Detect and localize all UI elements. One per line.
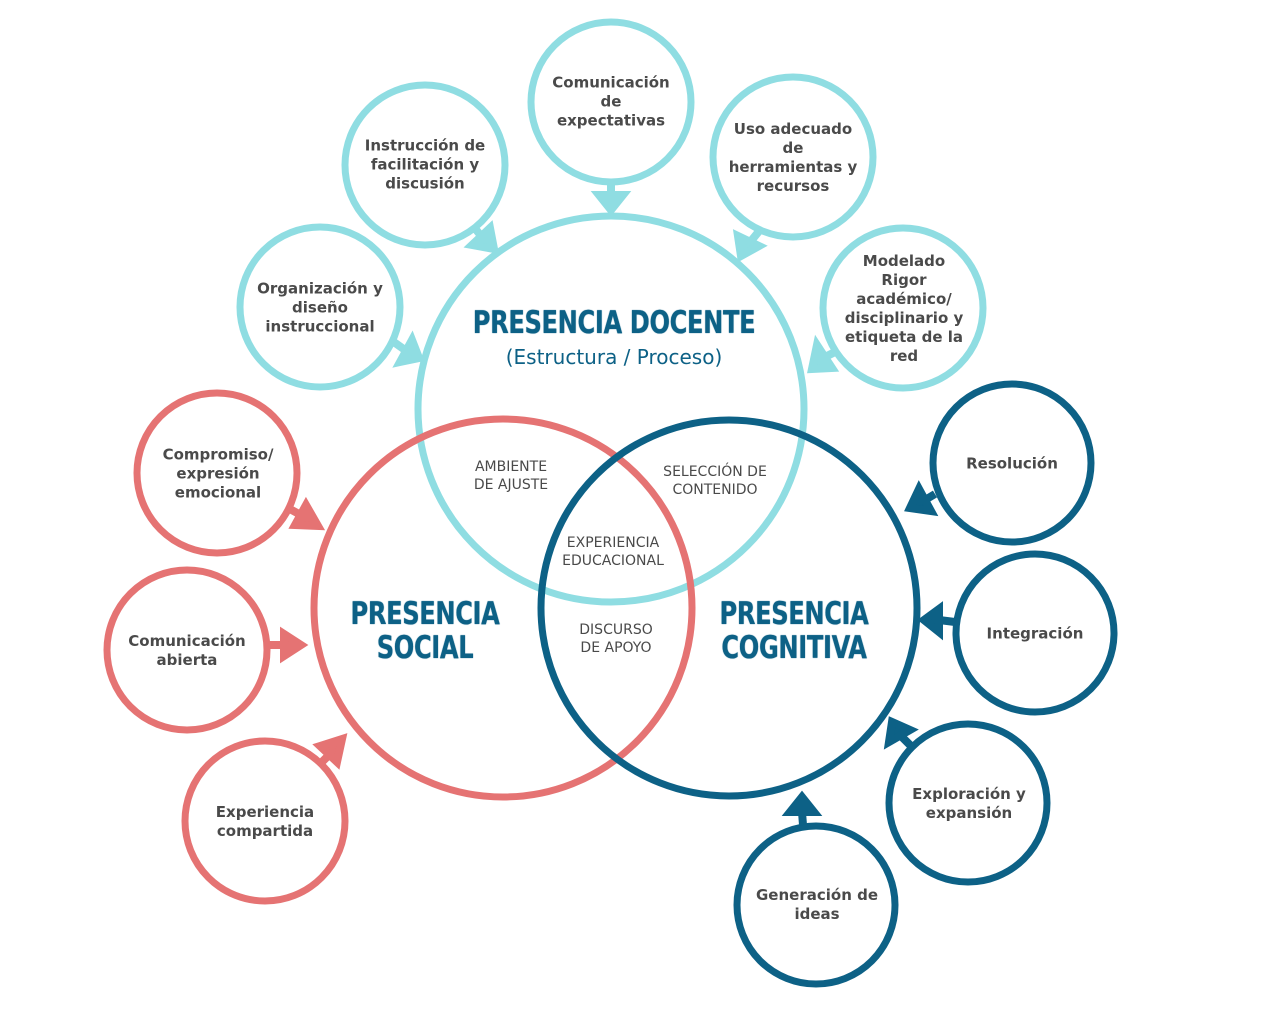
cognitiva-main-circle [537,416,921,800]
docente-arrows [388,182,840,374]
cognitiva-arrows [781,480,956,826]
social-item-label: Comunicación abierta [128,632,246,669]
docente-subtitle: (Estructura / Proceso) [505,345,723,369]
cognitiva-satellite-2 [952,550,1118,716]
social-satellite-1 [133,389,301,557]
docente-item-label: Instrucción de facilitación y discusión [364,136,486,193]
cognitiva-satellites [733,380,1118,988]
overlap-docente-cognitiva: SELECCIÓN DE CONTENIDO [663,464,767,498]
social-title: PRESENCIA SOCIAL [350,596,500,666]
social-main-circle [310,415,696,801]
docente-item-label: Comunicación de expectativas [552,73,670,130]
cognitiva-title: PRESENCIA COGNITIVA [719,596,869,666]
social-item-label: Experiencia compartida [215,803,315,840]
cognitiva-satellite-1 [929,380,1095,546]
cognitiva-satellite-4 [733,822,899,988]
social-satellite-3 [181,737,349,905]
social-item-label: Compromiso/ expresión emocional [162,445,274,502]
overlap-docente-social: AMBIENTE DE AJUSTE [473,459,549,493]
docente-item-label: Organización y diseño instruccional [257,279,383,336]
docente-item-label: Uso adecuado de herramientas y recursos [728,120,858,195]
social-satellites [103,389,349,905]
overlap-social-cognitiva: DISCURSO DE APOYO [579,622,653,656]
docente-item-label: Modelado Rigor académico/ disciplinario … [844,252,964,365]
social-satellite-2 [103,566,271,734]
docente-satellite-5 [819,224,987,392]
cognitiva-item-label: Generación de ideas [755,886,879,923]
docente-satellite-1 [236,223,404,391]
docente-satellite-2 [341,81,509,249]
social-arrows [269,496,348,770]
docente-title: PRESENCIA DOCENTE [472,305,756,341]
overlap-center: EXPERIENCIA EDUCACIONAL [562,535,664,569]
cognitiva-satellite-3 [885,720,1051,886]
docente-satellites [236,18,987,392]
cognitiva-item-label: Integración [986,624,1084,643]
docente-satellite-4 [709,73,877,241]
cognitiva-item-label: Resolución [966,454,1058,473]
cognitiva-item-label: Exploración y expansión [912,785,1026,822]
